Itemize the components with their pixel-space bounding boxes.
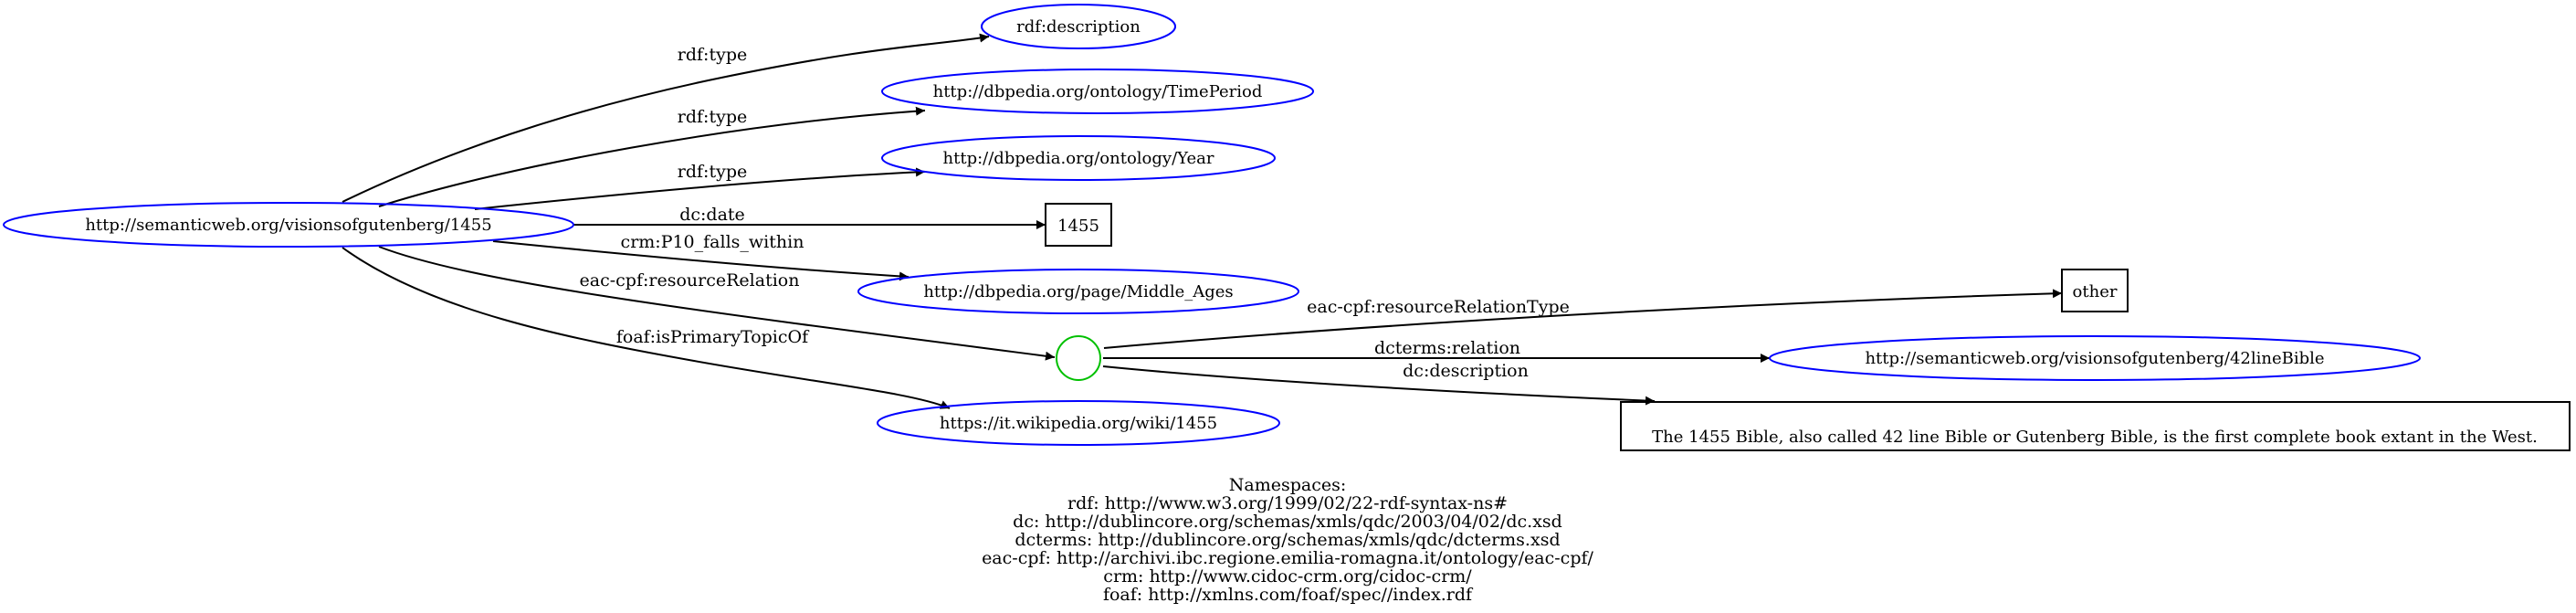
edge-label-relation-type: eac-cpf:resourceRelationType: [1307, 297, 1570, 317]
node-middle-ages[interactable]: http://dbpedia.org/page/Middle_Ages: [857, 269, 1299, 314]
node-shape: [877, 400, 1280, 446]
edge-label-primary-topic: foaf:isPrimaryTopicOf: [616, 327, 810, 347]
node-label: http://dbpedia.org/ontology/TimePeriod: [933, 82, 1263, 101]
node-date-literal[interactable]: 1455: [1045, 203, 1112, 247]
namespace-rdf: rdf: http://www.w3.org/1999/02/22-rdf-sy…: [1067, 493, 1508, 513]
node-other-literal[interactable]: other: [2061, 269, 2129, 312]
edge-type-description: [342, 33, 990, 203]
node-label: http://dbpedia.org/page/Middle_Ages: [923, 282, 1233, 301]
node-subject[interactable]: http://semanticweb.org/visionsofgutenber…: [3, 202, 574, 248]
node-shape: [2061, 269, 2129, 312]
node-shape: [1620, 401, 2571, 451]
node-shape: [981, 4, 1176, 49]
edge-label-type-timeperiod: rdf:type: [678, 107, 747, 127]
namespaces-legend: Namespaces: rdf: http://www.w3.org/1999/…: [982, 475, 1593, 605]
node-shape: [1769, 335, 2421, 381]
edge-labels: rdf:type rdf:type rdf:type dc:date crm:P…: [580, 45, 1570, 381]
node-shape: [881, 135, 1276, 181]
node-shape: [881, 69, 1314, 114]
edge-label-falls-within: crm:P10_falls_within: [621, 232, 804, 252]
edges: [342, 33, 2063, 409]
edge-label-date: dc:date: [679, 205, 745, 225]
node-42line-bible[interactable]: http://semanticweb.org/visionsofgutenber…: [1769, 335, 2421, 381]
edge-label-description: dc:description: [1403, 361, 1529, 381]
node-time-period[interactable]: http://dbpedia.org/ontology/TimePeriod: [881, 69, 1314, 114]
blank-node-circle: [1056, 335, 1101, 381]
node-label: other: [2073, 282, 2118, 301]
nodes: http://semanticweb.org/visionsofgutenber…: [3, 4, 2571, 451]
node-shape: [3, 202, 574, 248]
namespaces-title: Namespaces:: [1229, 475, 1347, 495]
node-description-literal[interactable]: The 1455 Bible, also called 42 line Bibl…: [1620, 401, 2571, 451]
node-blank[interactable]: [1056, 335, 1101, 381]
edge-primary-topic: [342, 247, 951, 409]
node-label: 1455: [1057, 217, 1099, 236]
node-wikipedia[interactable]: https://it.wikipedia.org/wiki/1455: [877, 400, 1280, 446]
edge-relation-type: [1103, 289, 2063, 349]
node-label: https://it.wikipedia.org/wiki/1455: [940, 414, 1217, 433]
namespace-dcterms: dcterms: http://dublincore.org/schemas/x…: [1015, 530, 1560, 550]
edge-label-relation: dcterms:relation: [1374, 338, 1520, 358]
edge-falls-within: [492, 240, 909, 281]
edge-resource-relation: [378, 246, 1056, 361]
edge-type-year: [474, 167, 926, 210]
node-shape: [857, 269, 1299, 314]
edge-type-timeperiod: [378, 106, 926, 207]
node-label: http://dbpedia.org/ontology/Year: [943, 149, 1214, 168]
node-label: rdf:description: [1016, 17, 1141, 37]
edge-label-type-description: rdf:type: [678, 45, 747, 65]
edge-label-resource-relation: eac-cpf:resourceRelation: [580, 270, 800, 291]
node-label: http://semanticweb.org/visionsofgutenber…: [85, 216, 491, 235]
namespace-foaf: foaf: http://xmlns.com/foaf/spec//index.…: [1103, 585, 1474, 605]
node-year[interactable]: http://dbpedia.org/ontology/Year: [881, 135, 1276, 181]
node-rdf-description[interactable]: rdf:description: [981, 4, 1176, 49]
namespace-crm: crm: http://www.cidoc-crm.org/cidoc-crm/: [1103, 566, 1472, 587]
node-label: http://semanticweb.org/visionsofgutenber…: [1865, 349, 2324, 368]
namespace-dc: dc: http://dublincore.org/schemas/xmls/q…: [1013, 512, 1562, 532]
edge-description: [1102, 365, 1656, 406]
node-shape: [1045, 203, 1112, 247]
namespace-eac-cpf: eac-cpf: http://archivi.ibc.regione.emil…: [982, 548, 1593, 568]
edge-label-type-year: rdf:type: [678, 162, 747, 182]
node-label: The 1455 Bible, also called 42 line Bibl…: [1652, 428, 2538, 447]
